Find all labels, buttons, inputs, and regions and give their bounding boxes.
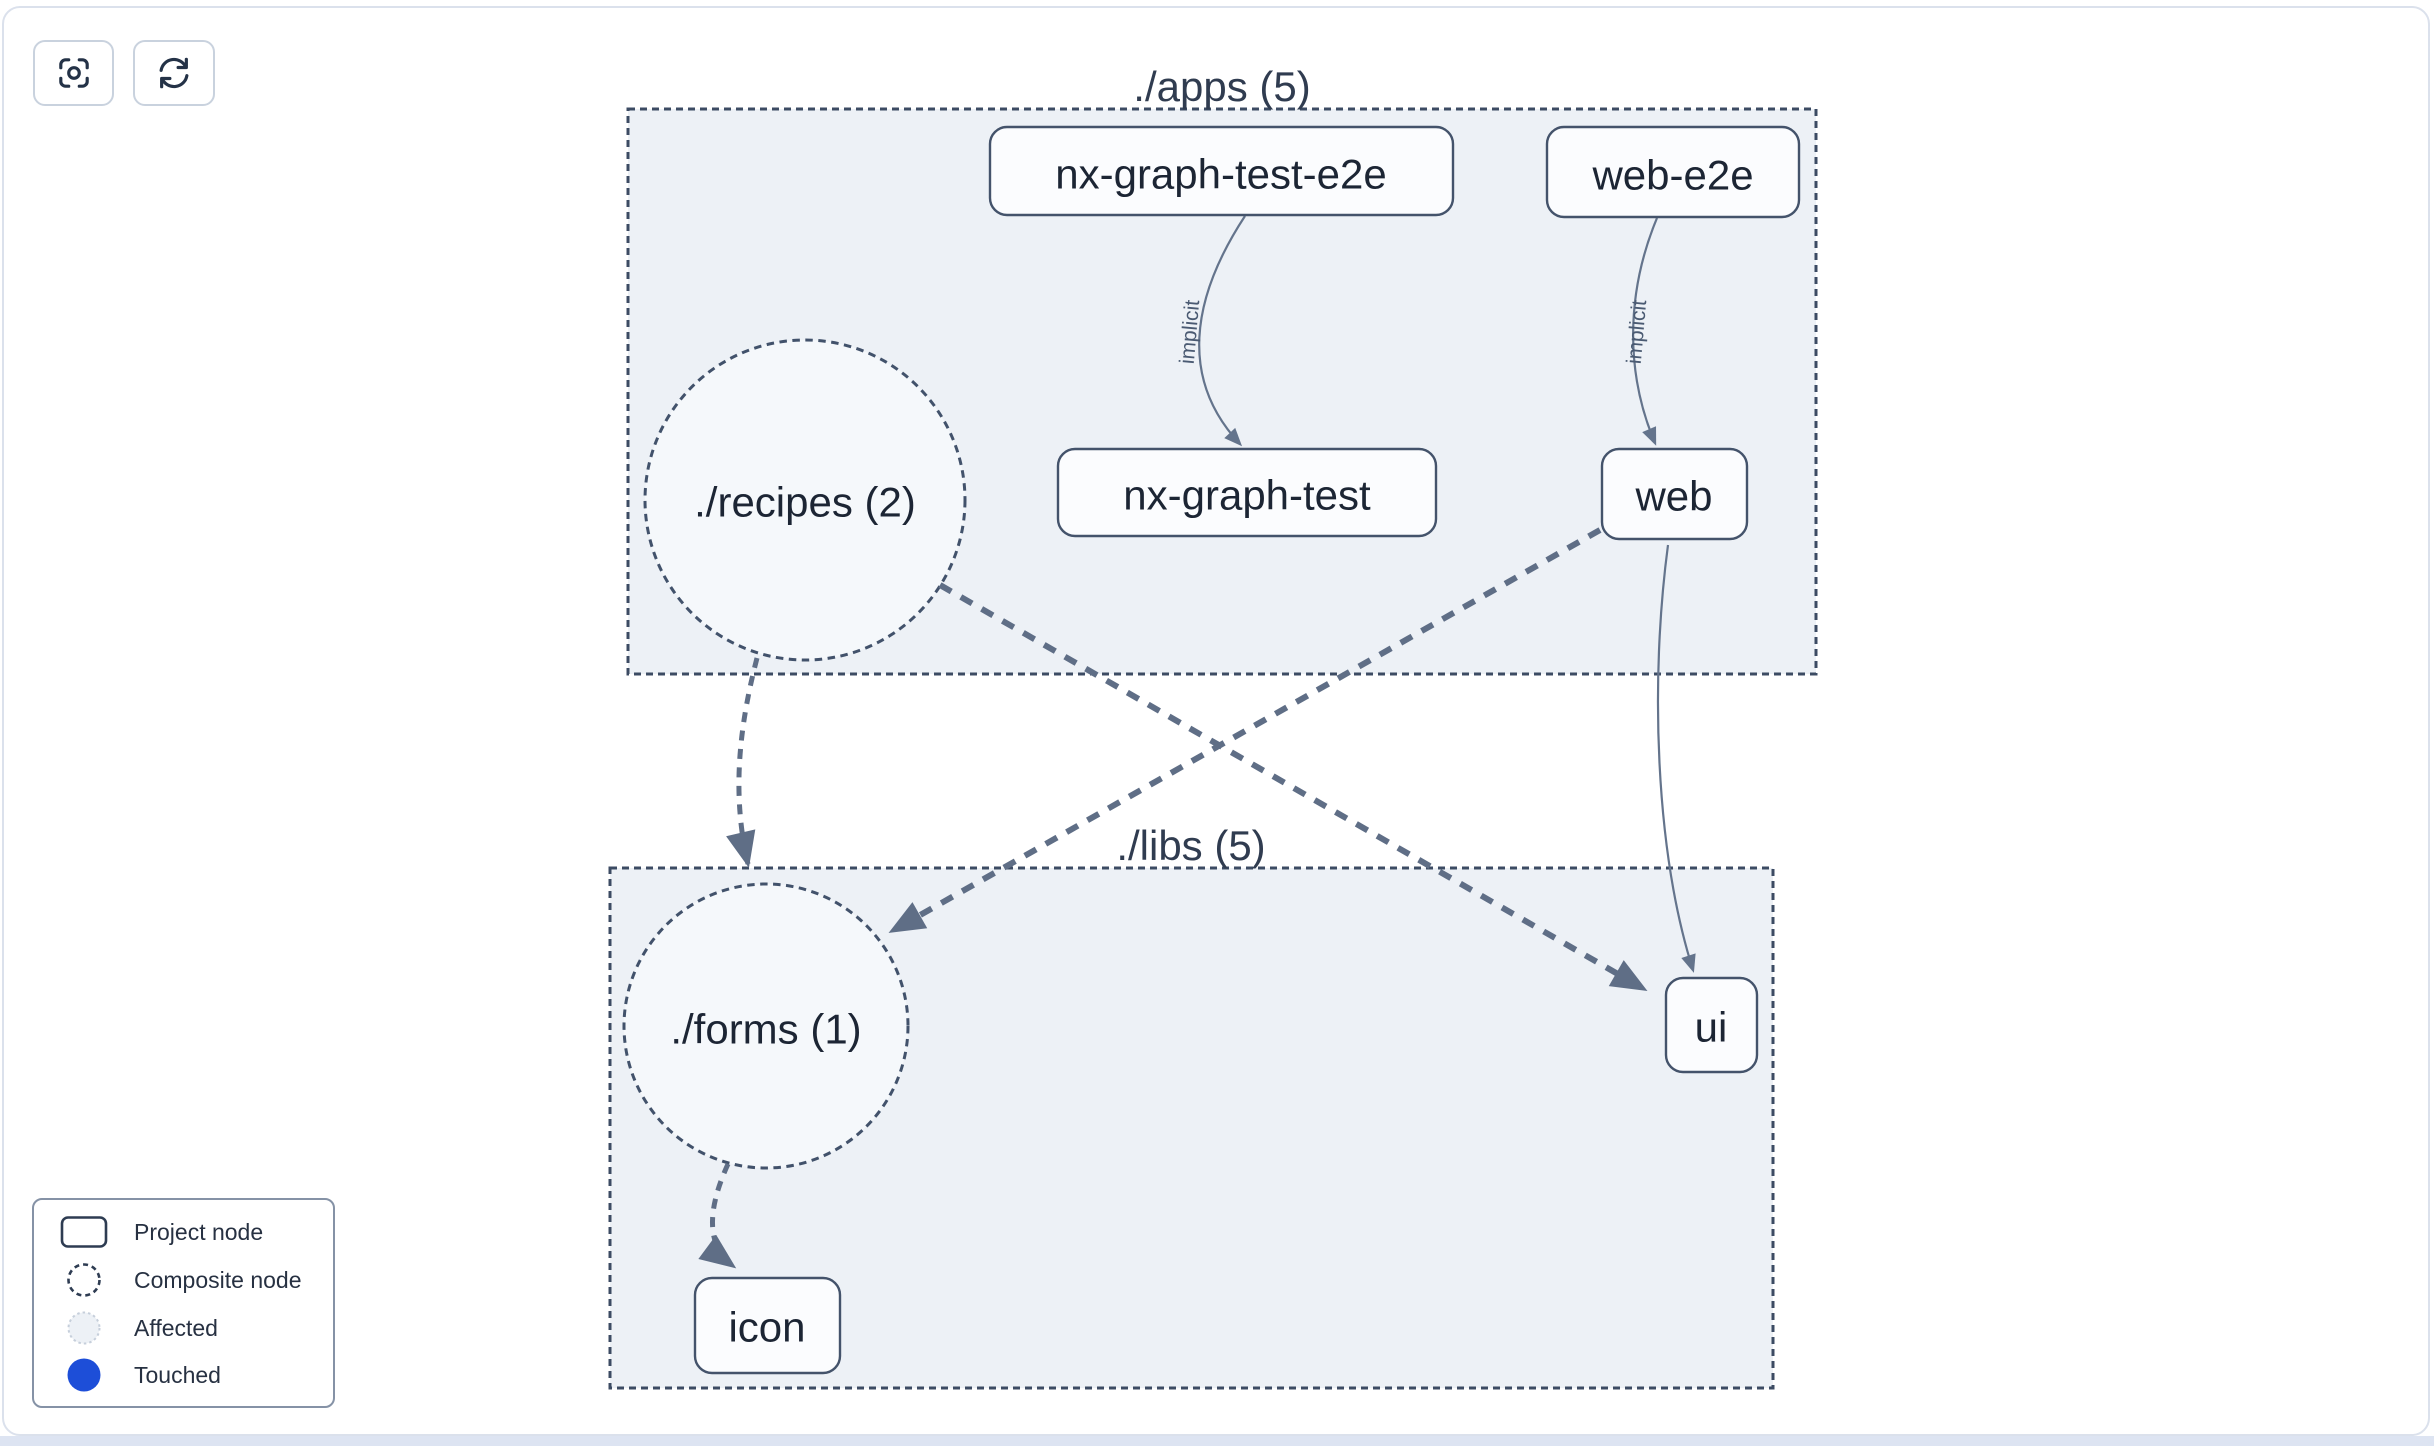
edge-forms-to-icon[interactable] [698, 1162, 737, 1269]
affected-swatch-icon [34, 1308, 134, 1348]
edge-nx-graph-test-e2e-to-nx-graph-test[interactable] [1198, 215, 1246, 447]
legend-item-touched: Touched [34, 1352, 333, 1398]
nx-graph-test-node[interactable] [1056, 447, 1438, 538]
legend-label: Composite node [134, 1266, 302, 1293]
nx-graph-test-e2e-node[interactable] [988, 125, 1455, 217]
web-node[interactable] [1600, 447, 1749, 541]
composite-node-swatch-icon [34, 1260, 134, 1300]
web-e2e-label: web-e2e [1591, 152, 1753, 199]
forms-composite-node[interactable] [622, 882, 910, 1170]
legend-item-project-node: Project node [34, 1209, 333, 1255]
composite-forms: ./forms (1) [622, 882, 910, 1170]
apps-container-label: ./apps (5) [1133, 63, 1310, 110]
libs-container-label: ./libs (5) [1116, 822, 1265, 869]
nx-graph-test-label: nx-graph-test [1123, 472, 1371, 519]
touched-swatch-icon [34, 1355, 134, 1395]
recipes-composite-label: ./recipes (2) [694, 479, 916, 526]
edge-web-to-ui[interactable] [1656, 544, 1696, 973]
scan-focus-icon [58, 58, 89, 88]
recipes-composite-node[interactable] [643, 338, 967, 662]
icon-node[interactable] [693, 1276, 842, 1375]
legend-item-affected: Affected [34, 1305, 333, 1351]
window-bottom-edge [0, 1436, 2434, 1446]
legend-label: Project node [134, 1218, 264, 1245]
legend-label: Affected [134, 1314, 218, 1341]
forms-composite-label: ./forms (1) [670, 1006, 861, 1053]
center-graph-button[interactable] [33, 40, 114, 106]
node-ui: ui [1664, 976, 1759, 1074]
edge-recipes-to-forms[interactable] [726, 657, 760, 868]
ui-node[interactable] [1664, 976, 1759, 1074]
edge-label-implicit-left: implicit [1176, 299, 1205, 365]
edge-recipes-to-ui[interactable] [938, 582, 1648, 992]
icon-label: icon [728, 1304, 805, 1351]
legend: Project node Composite node Affected [32, 1198, 335, 1408]
nx-graph-test-e2e-label: nx-graph-test-e2e [1055, 151, 1387, 198]
edge-web-e2e-to-web[interactable] [1632, 217, 1659, 446]
legend-label: Touched [134, 1361, 221, 1388]
project-node-swatch-icon [34, 1214, 134, 1250]
node-nx-graph-test-e2e: nx-graph-test-e2e [988, 125, 1455, 217]
node-icon: icon [693, 1276, 842, 1375]
node-nx-graph-test: nx-graph-test [1056, 447, 1438, 538]
web-e2e-node[interactable] [1545, 125, 1801, 219]
refresh-graph-button[interactable] [133, 40, 215, 106]
edge-web-to-forms[interactable] [888, 527, 1602, 934]
edge-label-implicit-right: implicit [1623, 299, 1652, 365]
node-web-e2e: web-e2e [1545, 125, 1801, 219]
refresh-icon [159, 57, 189, 89]
legend-item-composite-node: Composite node [34, 1257, 333, 1303]
web-label: web [1634, 473, 1712, 520]
composite-recipes: ./recipes (2) [643, 338, 967, 662]
ui-label: ui [1695, 1004, 1728, 1051]
node-web: web [1600, 447, 1749, 541]
